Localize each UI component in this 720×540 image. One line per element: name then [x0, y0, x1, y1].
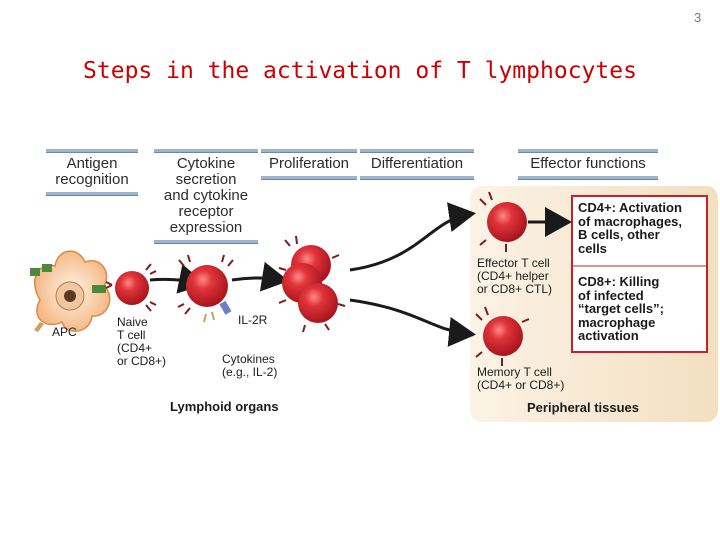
label-line: or CD8+ CTL)	[477, 282, 553, 296]
box-line: cells	[578, 240, 607, 256]
stage-text-line: and cytokine	[163, 187, 249, 204]
box-line: activation	[578, 328, 639, 343]
cd8-function-text: CD8+: Killing of infected “target cells”…	[578, 275, 664, 343]
box-line: of infected	[578, 287, 644, 303]
box-line: of macrophages,	[578, 213, 683, 229]
stage-bar	[154, 240, 258, 244]
arrow-cytokine-to-proliferation	[231, 261, 289, 292]
stage-text-line: Cytokine	[176, 155, 236, 172]
stage-bar	[360, 176, 474, 180]
label-line: Naive	[117, 315, 148, 329]
stage-differentiation: Differentiation	[360, 149, 474, 180]
memory-t-cell	[475, 306, 530, 366]
stage-bar	[518, 149, 658, 153]
stage-text-line: expression	[169, 219, 243, 236]
cytokines-label: Cytokines (e.g., IL-2)	[222, 353, 277, 379]
naive-t-cell-label: Naive T cell (CD4+ or CD8+)	[117, 316, 166, 368]
label-line: Effector T cell	[477, 256, 550, 270]
proliferating-t-cells	[278, 235, 346, 333]
stage-bar	[46, 192, 138, 196]
stage-text-line: receptor	[178, 203, 234, 220]
slide-title: Steps in the activation of T lymphocytes	[83, 58, 637, 84]
lymphoid-organs-label: Lymphoid organs	[170, 399, 279, 414]
stage-bar	[46, 149, 138, 153]
label-line: Cytokines	[222, 352, 275, 366]
box-line: CD8+: Killing	[578, 274, 660, 289]
box-line: CD4+: Activation	[578, 200, 682, 215]
stage-bar	[261, 176, 357, 180]
label-line: (CD4+ helper	[477, 269, 549, 283]
il2r-label: IL-2R	[238, 313, 268, 327]
label-line: (e.g., IL-2)	[222, 365, 278, 379]
naive-t-cell	[105, 263, 157, 312]
box-line: B cells, other	[578, 227, 660, 242]
apc-cell	[30, 250, 111, 332]
label-line: or CD8+)	[117, 354, 167, 368]
stage-bar	[154, 149, 258, 153]
memory-t-cell-label: Memory T cell (CD4+ or CD8+)	[477, 366, 564, 392]
box-line: “target cells”;	[578, 301, 664, 316]
label-line: (CD4+	[117, 341, 153, 355]
stage-text-line: secretion	[175, 171, 237, 188]
stage-text-line: Antigen	[66, 155, 118, 172]
cd4-function-text: CD4+: Activation of macrophages, B cells…	[578, 201, 682, 255]
label-line: Memory T cell	[477, 365, 552, 379]
stage-effector-functions: Effector functions	[518, 149, 658, 180]
stage-bar	[261, 149, 357, 153]
label-line: T cell	[117, 328, 146, 342]
stage-bar	[518, 176, 658, 180]
arrow-to-effector	[349, 202, 476, 272]
stage-text-line: Differentiation	[370, 155, 464, 172]
stage-text-line: Proliferation	[268, 155, 350, 172]
effector-t-cell-label: Effector T cell (CD4+ helper or CD8+ CTL…	[477, 257, 552, 296]
slide-number: 3	[694, 10, 702, 25]
stage-proliferation: Proliferation	[261, 149, 357, 180]
effector-t-cell	[479, 191, 527, 252]
box-line: macrophage	[578, 314, 656, 330]
stage-antigen-recognition: Antigen recognition	[46, 149, 138, 196]
stage-bar	[360, 149, 474, 153]
cytokine-secreting-t-cell	[177, 254, 234, 323]
effector-function-box	[571, 195, 708, 353]
peripheral-tissues-label: Peripheral tissues	[527, 400, 639, 415]
stage-cytokine-secretion: Cytokine secretion and cytokine receptor…	[154, 149, 258, 244]
arrow-to-memory	[349, 298, 476, 347]
label-line: (CD4+ or CD8+)	[477, 378, 565, 392]
apc-label: APC	[52, 325, 77, 339]
stage-text-line: recognition	[55, 171, 129, 188]
stage-text-line: Effector functions	[530, 155, 646, 172]
